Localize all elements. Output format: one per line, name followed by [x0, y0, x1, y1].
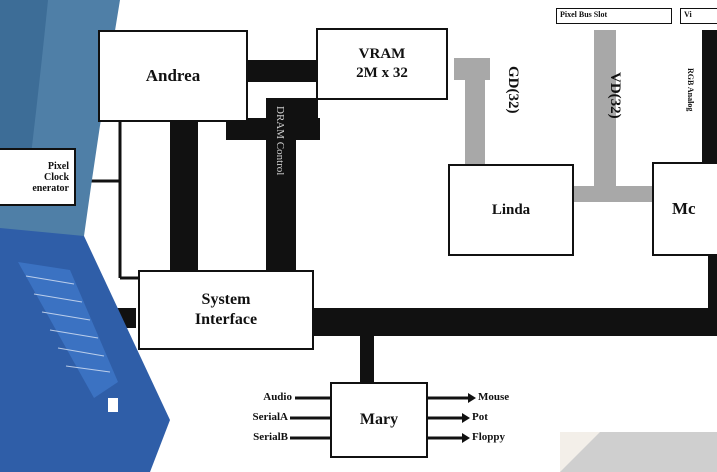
interface-label: Interface [195, 310, 257, 330]
system-interface-block: System Interface [138, 270, 314, 350]
linda-label: Linda [492, 201, 530, 220]
floppy-disk-slot [108, 398, 118, 412]
vd-bus-label: VD(32) [606, 72, 623, 119]
pixel-clock-line-3: enerator [32, 183, 69, 194]
pixel-clock-line-2: Clock [44, 172, 69, 183]
io-label-audio: Audio [263, 391, 292, 403]
main-system-bus [275, 308, 717, 336]
gd-bus-label: GD(32) [504, 66, 521, 114]
pixel-clock-block: Pixel Clock enerator [0, 148, 76, 206]
gd-bus-top [454, 58, 490, 80]
vram-size-label: 2M x 32 [356, 64, 408, 83]
system-label: System [202, 290, 251, 310]
io-label-pot: Pot [472, 411, 488, 423]
floppy-disk-icon [0, 228, 170, 472]
vram-dram-link [296, 98, 318, 140]
mary-block: Mary [330, 382, 428, 458]
vd-bus-bottom [574, 186, 654, 202]
dram-control-label: DRAM Control [274, 106, 286, 175]
vram-block: VRAM 2M x 32 [316, 28, 448, 100]
mc-label: Mc [672, 198, 696, 219]
io-label-floppy: Floppy [472, 431, 505, 443]
mc-block: Mc [652, 162, 717, 256]
pixel-bus-slot-tag: Pixel Bus Slot [556, 8, 672, 24]
pixel-clock-line-1: Pixel [48, 161, 69, 172]
andrea-label: Andrea [146, 65, 200, 86]
io-label-serialb: SerialB [253, 431, 288, 443]
andrea-block: Andrea [98, 30, 248, 122]
rgb-analog-label: RGB Analog [686, 68, 695, 111]
floppy-arrow-icon [462, 433, 470, 443]
io-label-seriala: SerialA [253, 411, 288, 423]
rgb-bus [702, 30, 717, 162]
mc-bus [708, 254, 717, 310]
vram-label: VRAM [359, 45, 406, 64]
pot-arrow-icon [462, 413, 470, 423]
andrea-vram-bus [247, 60, 317, 82]
linda-block: Linda [448, 164, 574, 256]
vi-slot-tag: Vi [680, 8, 717, 24]
mary-bus [360, 336, 374, 382]
andrea-system-bus [170, 118, 198, 270]
io-label-mouse: Mouse [478, 391, 509, 403]
mouse-arrow-icon [468, 393, 476, 403]
mary-label: Mary [360, 410, 398, 430]
